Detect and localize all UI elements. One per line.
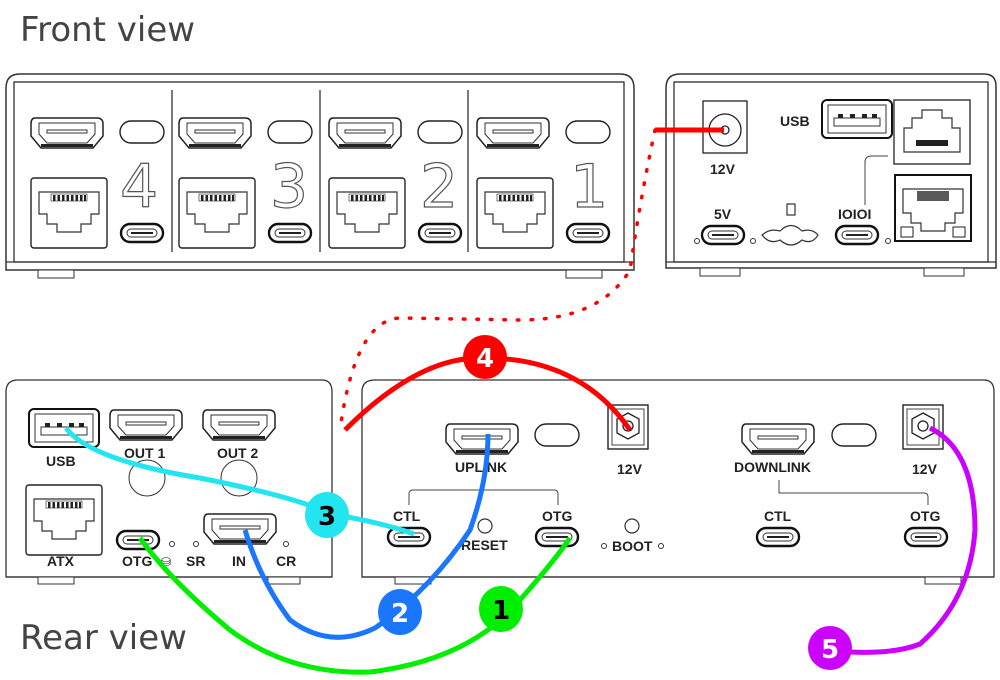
- usbc-power-5v: [700, 224, 746, 246]
- badge-2: 2: [378, 589, 422, 635]
- label-cr: CR: [276, 553, 296, 569]
- svg-text:2: 2: [391, 599, 409, 629]
- port-group-4: 4: [30, 117, 165, 249]
- svg-text:3: 3: [318, 502, 336, 532]
- hdmi-out2: [202, 409, 276, 441]
- ethernet-port-4: [30, 177, 108, 249]
- hdmi-port-1: [476, 117, 550, 149]
- label-12v-downlink: 12V: [912, 461, 938, 477]
- badge-3: 3: [305, 492, 349, 538]
- label-5v: 5V: [714, 206, 732, 222]
- port-number-1: 1: [570, 152, 608, 222]
- usb-otg-icon: ⛁: [161, 555, 171, 569]
- front-view-title: Front view: [20, 10, 196, 50]
- hdmi-port-3: [178, 117, 252, 149]
- usb-a-port-rear: [28, 408, 100, 448]
- indicator-led-4: [119, 120, 165, 144]
- ethernet-atx: [25, 484, 103, 556]
- cable-badges: 1 2 3 4 5: [305, 335, 852, 670]
- hdmi-out1: [109, 409, 183, 441]
- hdmi-downlink: [741, 423, 815, 455]
- label-atx: ATX: [47, 553, 75, 569]
- badge-4: 4: [463, 335, 507, 379]
- port-group-1: 1: [476, 117, 611, 249]
- label-ctl-downlink: CTL: [764, 508, 792, 524]
- usbc-serial: [834, 224, 880, 246]
- label-boot: BOOT: [612, 538, 653, 554]
- sd-card-icon: [786, 203, 796, 216]
- cable-2: [242, 433, 491, 640]
- ethernet-port-3: [178, 177, 256, 249]
- label-downlink: DOWNLINK: [734, 459, 811, 475]
- usbc-port-4: [119, 222, 165, 244]
- label-usb-front: USB: [780, 113, 810, 129]
- ethernet-port-2: [328, 177, 406, 249]
- cable-5: [849, 425, 978, 655]
- downlink-indicator-led: [831, 423, 877, 447]
- label-sr: SR: [186, 553, 205, 569]
- usbc-otg-downlink: [903, 526, 949, 548]
- sd-card-slot: [761, 224, 819, 246]
- usbc-port-1: [565, 222, 611, 244]
- label-out1: OUT 1: [124, 445, 165, 461]
- hdmi-in: [203, 513, 277, 545]
- usbc-ctl-downlink: [755, 526, 801, 548]
- indicator-led-2: [417, 120, 463, 144]
- label-otg-downlink: OTG: [910, 508, 940, 524]
- uplink-indicator-led: [534, 423, 580, 447]
- cable-1: [137, 536, 573, 675]
- ethernet-port-top: [893, 99, 971, 165]
- indicator-led-1: [565, 120, 611, 144]
- label-otg-uplink: OTG: [542, 508, 572, 524]
- label-12v-uplink: 12V: [617, 461, 643, 477]
- usbc-port-3: [267, 222, 313, 244]
- svg-text:4: 4: [476, 344, 494, 374]
- power-jack-12v-front: [702, 100, 748, 154]
- label-out2: OUT 2: [217, 445, 258, 461]
- hdmi-port-2: [328, 117, 402, 149]
- ethernet-port-1: [476, 177, 554, 249]
- port-number-2: 2: [420, 152, 458, 222]
- usb-a-port-front: [821, 99, 893, 139]
- label-uplink: UPLINK: [455, 459, 507, 475]
- usbc-port-2: [417, 222, 463, 244]
- label-reset: RESET: [461, 537, 508, 553]
- port-number-3: 3: [270, 152, 308, 222]
- power-jack-12v-downlink: [902, 404, 944, 450]
- svg-text:1: 1: [492, 596, 510, 626]
- badge-5: 5: [808, 626, 852, 670]
- label-serial: IOIOI: [838, 206, 871, 222]
- usbc-otg-uplink: [534, 526, 580, 548]
- badge-1: 1: [479, 586, 523, 632]
- label-12v-front: 12V: [710, 161, 736, 177]
- usbc-otg-rear: [115, 529, 161, 551]
- rear-view-title: Rear view: [20, 618, 187, 658]
- label-usb-rear: USB: [46, 453, 76, 469]
- front-main-unit: 4 3 2 1: [5, 73, 635, 279]
- rear-right-unit: UPLINK 12V CTL RESET OTG BOOT DOWNLINK 1…: [361, 379, 995, 585]
- cable-3: [64, 426, 415, 537]
- hdmi-port-4: [30, 117, 104, 149]
- port-group-2: 2: [328, 117, 463, 249]
- label-in: IN: [232, 553, 246, 569]
- label-ctl-uplink: CTL: [393, 508, 421, 524]
- svg-text:5: 5: [821, 635, 839, 665]
- label-otg-rear: OTG: [122, 553, 152, 569]
- port-group-3: 3: [178, 117, 313, 249]
- hdmi-uplink: [445, 423, 519, 455]
- ethernet-port-bottom: [894, 174, 972, 242]
- front-side-unit: 12V USB 5V IOIOI: [665, 73, 997, 277]
- indicator-led-3: [267, 120, 313, 144]
- port-number-4: 4: [120, 152, 158, 222]
- rear-left-unit: USB OUT 1 OUT 2 ATX OTG ⛁ SR IN CR: [5, 379, 333, 585]
